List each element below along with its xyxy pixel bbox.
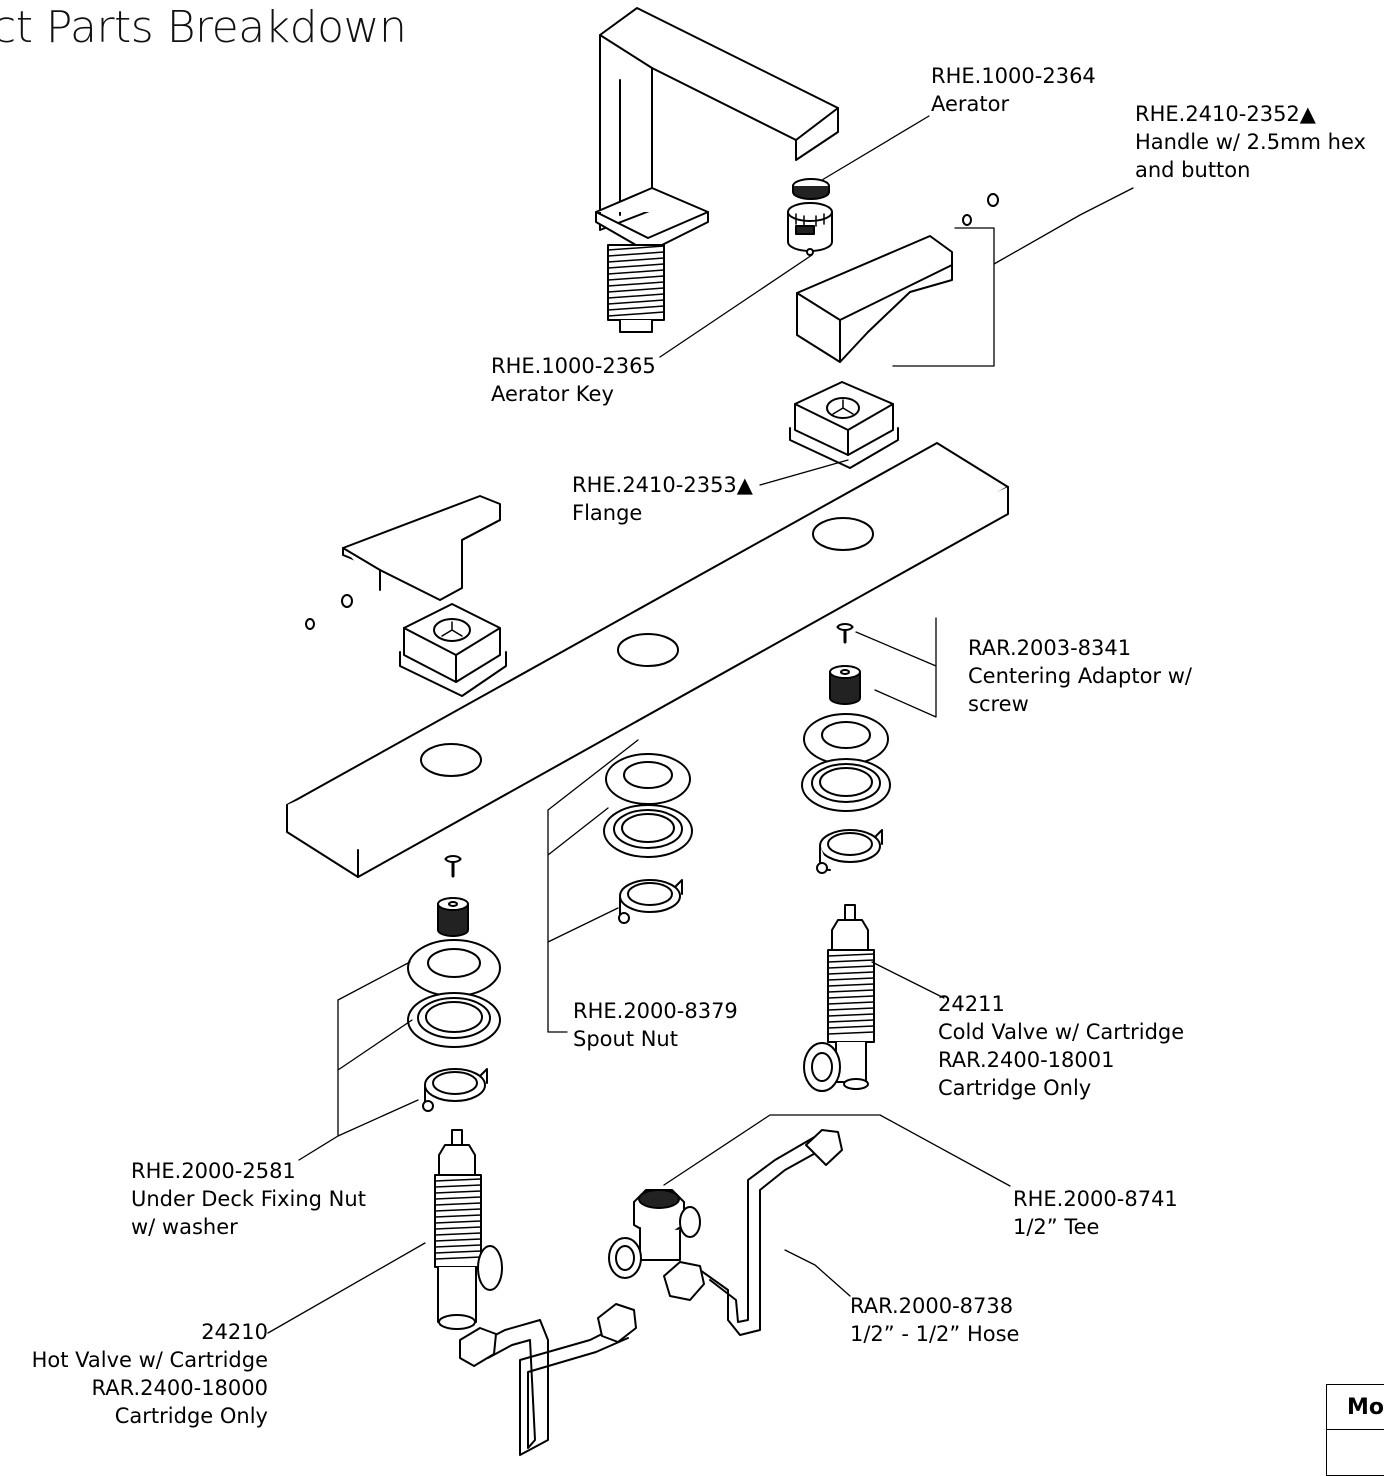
centering-adaptor-left [437,855,469,937]
part-name: Cold Valve w/ Cartridge [938,1020,1185,1044]
part-name-2: screw [968,692,1029,716]
left-flange-part [399,603,507,697]
part-code: RAR.2000-8738 [850,1294,1014,1318]
label-spout-nut: RHE.2000-8379 Spout Nut [573,997,738,1053]
hose-left [459,1303,637,1456]
right-flange-part [789,381,899,469]
part-code: RHE.2410-2353▲ [572,473,753,497]
part-name: 1/2” Tee [1013,1215,1100,1239]
part-code: RAR.2003-8341 [968,636,1132,660]
part-name: Aerator Key [491,382,614,406]
part-code: RHE.2000-2581 [131,1159,296,1183]
part-code: RHE.1000-2365 [491,354,656,378]
label-fixing-nut: RHE.2000-2581 Under Deck Fixing Nut w/ w… [131,1157,366,1241]
washer-right [801,713,891,812]
cold-valve-part [803,904,875,1092]
cartridge-code: RAR.2400-18001 [938,1048,1115,1072]
label-hose: RAR.2000-8738 1/2” - 1/2” Hose [850,1292,1019,1348]
part-name: Flange [572,501,643,525]
label-tee: RHE.2000-8741 1/2” Tee [1013,1185,1178,1241]
part-code: RHE.2410-2352▲ [1135,102,1316,126]
cartridge-name: Cartridge Only [114,1404,268,1428]
cartridge-name: Cartridge Only [938,1076,1092,1100]
part-code: RHE.2000-8741 [1013,1187,1178,1211]
fixing-nut-right [816,829,883,874]
part-name: Under Deck Fixing Nut [131,1187,366,1211]
part-code: RHE.2000-8379 [573,999,738,1023]
hose-right [663,1129,843,1336]
right-handle-part [796,193,999,363]
label-centering-adaptor: RAR.2003-8341 Centering Adaptor w/ screw [968,634,1192,718]
part-name: 1/2” - 1/2” Hose [850,1322,1020,1346]
part-code: 24210 [201,1320,268,1344]
washer-left [407,939,501,1048]
label-flange: RHE.2410-2353▲ Flange [572,471,753,527]
part-name: Aerator [931,92,1010,116]
fixing-nut-left [422,1068,488,1112]
part-code: 24211 [938,992,1005,1016]
label-aerator-key: RHE.1000-2365 Aerator Key [491,352,656,408]
part-name: Spout Nut [573,1027,678,1051]
part-name-2: w/ washer [131,1215,238,1239]
spout-threaded-shank [607,244,665,333]
hot-valve-part [434,1129,503,1330]
page-title: ct Parts Breakdown [0,2,407,53]
part-name: Handle w/ 2.5mm hex [1135,130,1366,154]
part-name: Centering Adaptor w/ [968,664,1192,688]
leader-lines [267,115,1134,1334]
left-handle-part [305,495,501,630]
part-name-2: and button [1135,158,1251,182]
part-name: Hot Valve w/ Cartridge [31,1348,268,1372]
cartridge-code: RAR.2400-18000 [91,1376,268,1400]
part-code: RHE.1000-2364 [931,64,1096,88]
model-table: Mo [1326,1384,1384,1476]
label-cold-valve: 24211 Cold Valve w/ Cartridge RAR.2400-1… [938,990,1184,1102]
label-aerator: RHE.1000-2364 Aerator [931,62,1096,118]
aerator-part [792,178,830,200]
model-table-header: Mo [1327,1385,1384,1430]
tee-part [608,1189,701,1279]
deck-plate [286,442,1009,878]
label-hot-valve: 24210 Hot Valve w/ Cartridge RAR.2400-18… [32,1318,268,1430]
centering-adaptor-right [829,623,861,705]
label-handle: RHE.2410-2352▲ Handle w/ 2.5mm hex and b… [1135,100,1366,184]
aerator-key-part [787,202,833,256]
spout-nut-set [603,753,693,924]
